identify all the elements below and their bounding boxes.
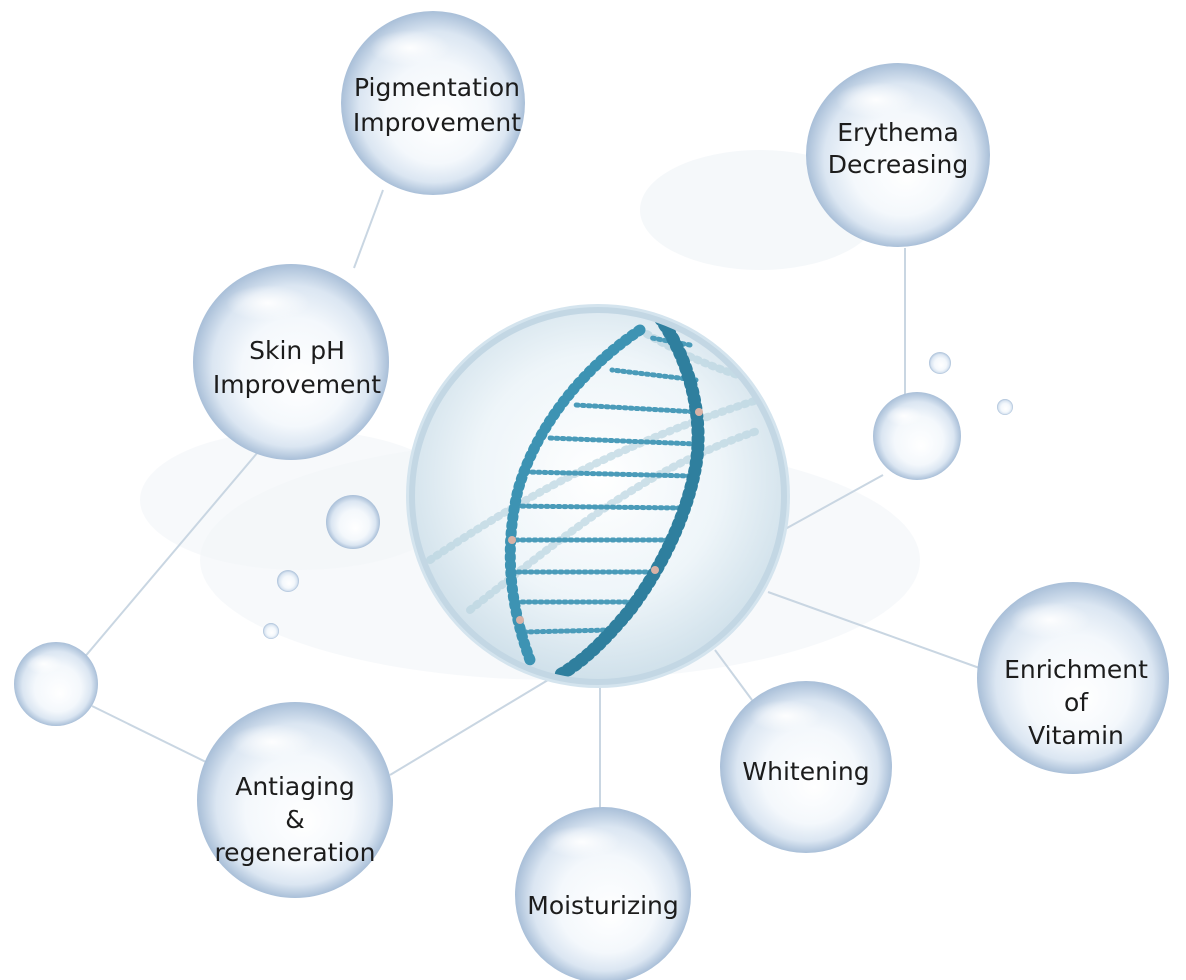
bubble-droplet (277, 570, 299, 592)
connector-center-whitening (714, 649, 753, 701)
label-vitamin-line1: Enrichment (1004, 655, 1148, 684)
label-pigmentation-line2: Improvement (353, 108, 521, 137)
label-skin-ph-line2: Improvement (213, 370, 381, 399)
label-whitening: Whitening (742, 757, 869, 786)
label-pigmentation-line1: Pigmentation (354, 73, 520, 102)
bubble-vitamin: Enrichment of Vitamin (977, 582, 1169, 774)
bubble-erythema: Erythema Decreasing (806, 63, 990, 247)
bubble-whitening: Whitening (720, 681, 892, 853)
bubble-moisturizing: Moisturizing (515, 807, 691, 980)
bubble-droplet (929, 352, 951, 374)
bubble-small-right (873, 392, 961, 480)
decorative-bubbles (14, 352, 1013, 726)
label-moisturizing: Moisturizing (527, 891, 679, 920)
bubble-pigmentation: Pigmentation Improvement (341, 11, 525, 195)
bubble-small-left (14, 642, 98, 726)
label-erythema-line2: Decreasing (828, 150, 969, 179)
bubble-droplet (997, 399, 1013, 415)
connector-small-antiaging (91, 705, 209, 764)
bubble-tiny-center-left (326, 495, 380, 549)
dna-strand-back (504, 324, 646, 666)
connector-skinph-small (71, 451, 259, 673)
center-dna-bubble (406, 304, 790, 688)
bubble-antiaging: Antiaging & regeneration (197, 702, 393, 898)
connectors (71, 189, 986, 820)
label-vitamin-line3: Vitamin (1028, 721, 1124, 750)
label-antiaging-line3: regeneration (214, 838, 375, 867)
connector-pigmentation-skinph (353, 189, 384, 269)
dna-rungs (505, 335, 701, 635)
label-vitamin-line2: of (1064, 688, 1089, 717)
label-antiaging-line2: & (285, 805, 305, 834)
bubble-droplet (263, 623, 279, 639)
dna-strand-front (553, 311, 705, 682)
label-skin-ph-line1: Skin pH (249, 336, 345, 365)
bubble-skin-ph: Skin pH Improvement (193, 264, 389, 460)
label-antiaging-line1: Antiaging (235, 772, 355, 801)
connector-center-vitamin (767, 591, 986, 671)
connector-center-small-right (777, 474, 884, 534)
connector-antiaging-center (389, 679, 549, 776)
label-erythema-line1: Erythema (837, 118, 959, 147)
